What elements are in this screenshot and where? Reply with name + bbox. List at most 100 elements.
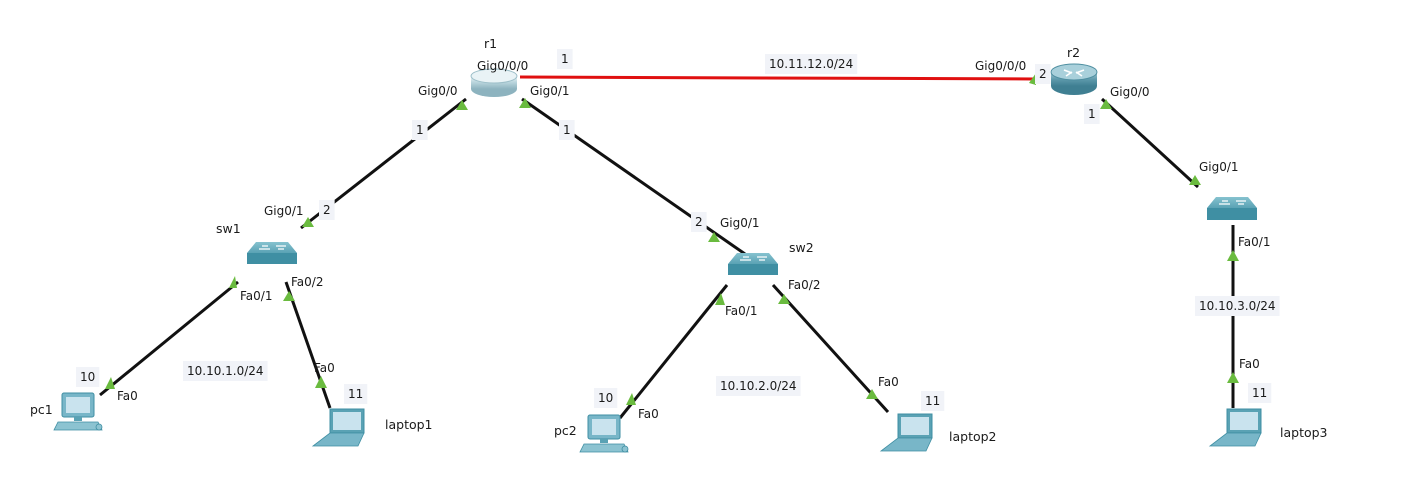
host-id-r2-wan: 2 xyxy=(1039,67,1047,81)
port-label-sw1-gig01: Gig0/1 xyxy=(264,204,304,218)
label-chip xyxy=(183,361,268,381)
device-name-laptop2: laptop2 xyxy=(949,429,997,444)
host-id-laptop2: 11 xyxy=(925,394,940,408)
switch-sw3[interactable] xyxy=(1207,197,1257,220)
label-chip xyxy=(594,388,618,408)
link-sw1-pc1[interactable] xyxy=(99,280,239,397)
device-name-laptop3: laptop3 xyxy=(1280,425,1328,440)
host-id-r2-lan3: 1 xyxy=(1088,107,1096,121)
link-r2-sw3[interactable] xyxy=(1100,97,1200,189)
switch-sw1[interactable] xyxy=(247,242,297,264)
host-id-laptop3: 11 xyxy=(1252,386,1267,400)
link-r1-sw2[interactable] xyxy=(521,97,746,256)
port-up-icon xyxy=(866,389,878,399)
port-up-icon xyxy=(715,293,725,305)
switch-icon xyxy=(1207,197,1257,220)
host-id-r1-wan: 1 xyxy=(561,52,569,66)
port-label-sw1-fa01: Fa0/1 xyxy=(240,289,272,303)
network-label-lan2: 10.10.2.0/24 xyxy=(720,379,797,393)
switch-icon xyxy=(728,253,778,275)
port-up-icon xyxy=(708,232,720,242)
port-up-icon xyxy=(626,393,636,405)
port-label-r1-gig01: Gig0/1 xyxy=(530,84,570,98)
pc-icon xyxy=(579,414,629,453)
port-up-icon xyxy=(105,377,115,389)
port-up-icon xyxy=(283,291,295,301)
device-name-r2: r2 xyxy=(1067,45,1080,60)
labels: r1 r2 sw1 sw2 pc1 pc2 laptop1 laptop2 la… xyxy=(30,36,1328,444)
port-up-icon xyxy=(1227,372,1239,383)
label-chip xyxy=(559,120,575,140)
device-name-pc2: pc2 xyxy=(554,423,577,438)
port-label-sw3-fa01: Fa0/1 xyxy=(1238,235,1270,249)
switch-icon xyxy=(247,242,297,264)
laptop-icon xyxy=(1208,408,1262,447)
label-chip xyxy=(76,367,100,387)
port-label-sw2-fa01: Fa0/1 xyxy=(725,304,757,318)
port-up-icon xyxy=(778,294,790,304)
router-icon xyxy=(470,68,518,97)
port-status-indicators xyxy=(105,73,1239,405)
port-up-icon xyxy=(302,217,314,227)
label-chip xyxy=(1035,64,1051,84)
laptop-icon xyxy=(879,413,933,452)
port-up-icon xyxy=(456,100,468,110)
laptop-laptop3[interactable] xyxy=(1208,408,1262,447)
port-label-r1-gig000: Gig0/0/0 xyxy=(477,59,528,73)
router-r1[interactable] xyxy=(470,68,518,97)
port-up-icon xyxy=(1227,250,1239,261)
laptop-laptop2[interactable] xyxy=(879,413,933,452)
label-chip xyxy=(412,120,428,140)
network-label-wan: 10.11.12.0/24 xyxy=(769,57,853,71)
device-name-r1: r1 xyxy=(484,36,497,51)
port-label-r2-gig00: Gig0/0 xyxy=(1110,85,1150,99)
host-id-sw1-uplink: 2 xyxy=(323,203,331,217)
port-label-laptop3-fa0: Fa0 xyxy=(1239,357,1260,371)
port-label-sw2-gig01: Gig0/1 xyxy=(720,216,760,230)
port-label-sw1-fa02: Fa0/2 xyxy=(291,275,323,289)
host-id-r1-lan2: 1 xyxy=(563,123,571,137)
port-label-r1-gig00: Gig0/0 xyxy=(418,84,458,98)
port-label-pc2-fa0: Fa0 xyxy=(638,407,659,421)
port-up-icon xyxy=(315,376,327,388)
port-up-icon xyxy=(1189,175,1201,185)
pc-pc1[interactable] xyxy=(53,392,103,431)
port-label-sw3-gig01: Gig0/1 xyxy=(1199,160,1239,174)
host-id-pc2: 10 xyxy=(598,391,613,405)
label-chip xyxy=(1195,296,1280,316)
port-label-laptop1-fa0: Fa0 xyxy=(314,361,335,375)
link-sw2-pc2[interactable] xyxy=(618,284,729,419)
port-up-icon xyxy=(519,98,531,108)
label-chip xyxy=(716,376,801,396)
device-name-sw1: sw1 xyxy=(216,221,241,236)
port-label-r2-gig000: Gig0/0/0 xyxy=(975,59,1026,73)
label-chip xyxy=(344,384,368,404)
link-sw2-laptop2[interactable] xyxy=(771,283,890,414)
host-id-r1-lan1: 1 xyxy=(416,123,424,137)
port-label-laptop2-fa0: Fa0 xyxy=(878,375,899,389)
label-chip xyxy=(1084,104,1100,124)
pc-icon xyxy=(53,392,103,431)
host-id-laptop1: 11 xyxy=(348,387,363,401)
link-r1-r2[interactable] xyxy=(519,75,1037,81)
network-label-lan1: 10.10.1.0/24 xyxy=(187,364,264,378)
network-label-lan3: 10.10.3.0/24 xyxy=(1199,299,1276,313)
port-label-pc1-fa0: Fa0 xyxy=(117,389,138,403)
pc-pc2[interactable] xyxy=(579,414,629,453)
label-chip xyxy=(765,54,858,74)
laptop-laptop1[interactable] xyxy=(311,408,365,447)
switch-sw2[interactable] xyxy=(728,253,778,275)
device-name-laptop1: laptop1 xyxy=(385,417,433,432)
device-name-pc1: pc1 xyxy=(30,402,53,417)
host-id-sw2-uplink: 2 xyxy=(695,215,703,229)
router-r2[interactable] xyxy=(1050,63,1098,95)
label-chip xyxy=(921,391,945,411)
host-id-pc1: 10 xyxy=(80,370,95,384)
laptop-icon xyxy=(311,408,365,447)
label-chip xyxy=(319,200,335,220)
port-up-icon xyxy=(1029,73,1036,85)
label-chip xyxy=(1248,383,1272,403)
port-label-sw2-fa02: Fa0/2 xyxy=(788,278,820,292)
port-up-icon xyxy=(1100,99,1112,109)
